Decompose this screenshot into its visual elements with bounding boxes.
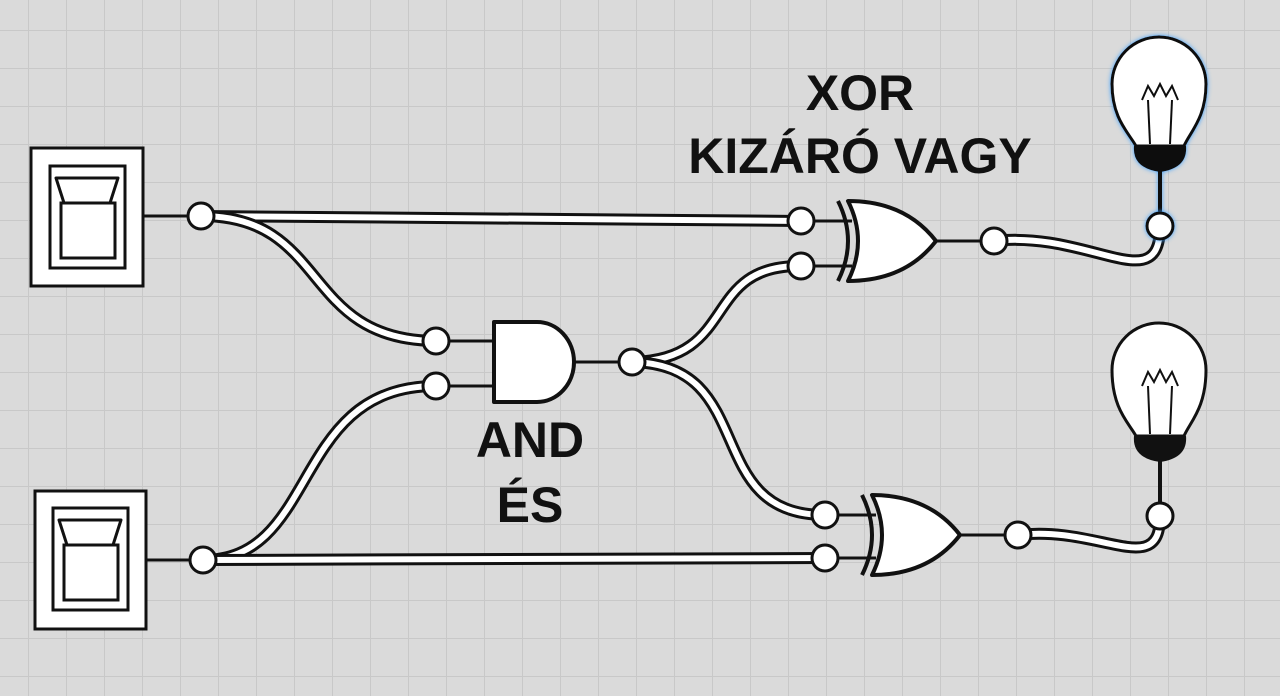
pin-and-in-1[interactable] bbox=[421, 326, 451, 356]
wire-and-to-xor-top[interactable] bbox=[626, 259, 807, 368]
pin-and-out[interactable] bbox=[617, 347, 647, 377]
pin-switch-a-out[interactable] bbox=[186, 201, 216, 231]
and-label: AND bbox=[475, 412, 585, 468]
pin-xor-bottom-in-1[interactable] bbox=[810, 500, 840, 530]
and-label-hungarian: ÉS bbox=[496, 477, 564, 533]
wire-and-to-xor-bottom[interactable] bbox=[626, 356, 831, 521]
xor-label: XOR bbox=[805, 65, 915, 121]
lamp-bottom[interactable] bbox=[1110, 321, 1208, 514]
wire-a-to-and[interactable] bbox=[195, 210, 442, 347]
wire-b-to-and[interactable] bbox=[197, 380, 442, 566]
and-gate[interactable] bbox=[436, 320, 632, 404]
switch-a[interactable] bbox=[29, 146, 190, 288]
bulb-icon bbox=[1110, 321, 1208, 438]
wire-xor-top-to-lamp[interactable] bbox=[988, 220, 1166, 267]
pin-xor-top-in-2[interactable] bbox=[786, 251, 816, 281]
bulb-icon bbox=[1110, 35, 1208, 148]
pin-xor-bottom-out[interactable] bbox=[1003, 520, 1033, 550]
wire-xor-bottom-to-lamp[interactable] bbox=[1012, 510, 1166, 554]
pin-xor-top-out[interactable] bbox=[979, 226, 1009, 256]
xor-label-hungarian: KIZÁRÓ VAGY bbox=[688, 128, 1032, 184]
pin-switch-b-out[interactable] bbox=[188, 545, 218, 575]
pin-xor-bottom-in-2[interactable] bbox=[810, 543, 840, 573]
pin-and-in-2[interactable] bbox=[421, 371, 451, 401]
wire-a-to-xor-top[interactable] bbox=[195, 210, 807, 227]
pin-lamp-bottom-in[interactable] bbox=[1145, 501, 1175, 531]
pins bbox=[186, 201, 1175, 575]
pin-lamp-top-in[interactable] bbox=[1145, 211, 1175, 241]
xor-gate-bottom[interactable] bbox=[825, 493, 1018, 577]
pin-xor-top-in-1[interactable] bbox=[786, 206, 816, 236]
wires bbox=[195, 210, 1166, 566]
lamp-top[interactable] bbox=[1110, 35, 1208, 224]
wire-b-to-xor-bottom[interactable] bbox=[197, 552, 831, 566]
xor-gate-top[interactable] bbox=[801, 199, 994, 283]
switch-b[interactable] bbox=[33, 489, 192, 631]
